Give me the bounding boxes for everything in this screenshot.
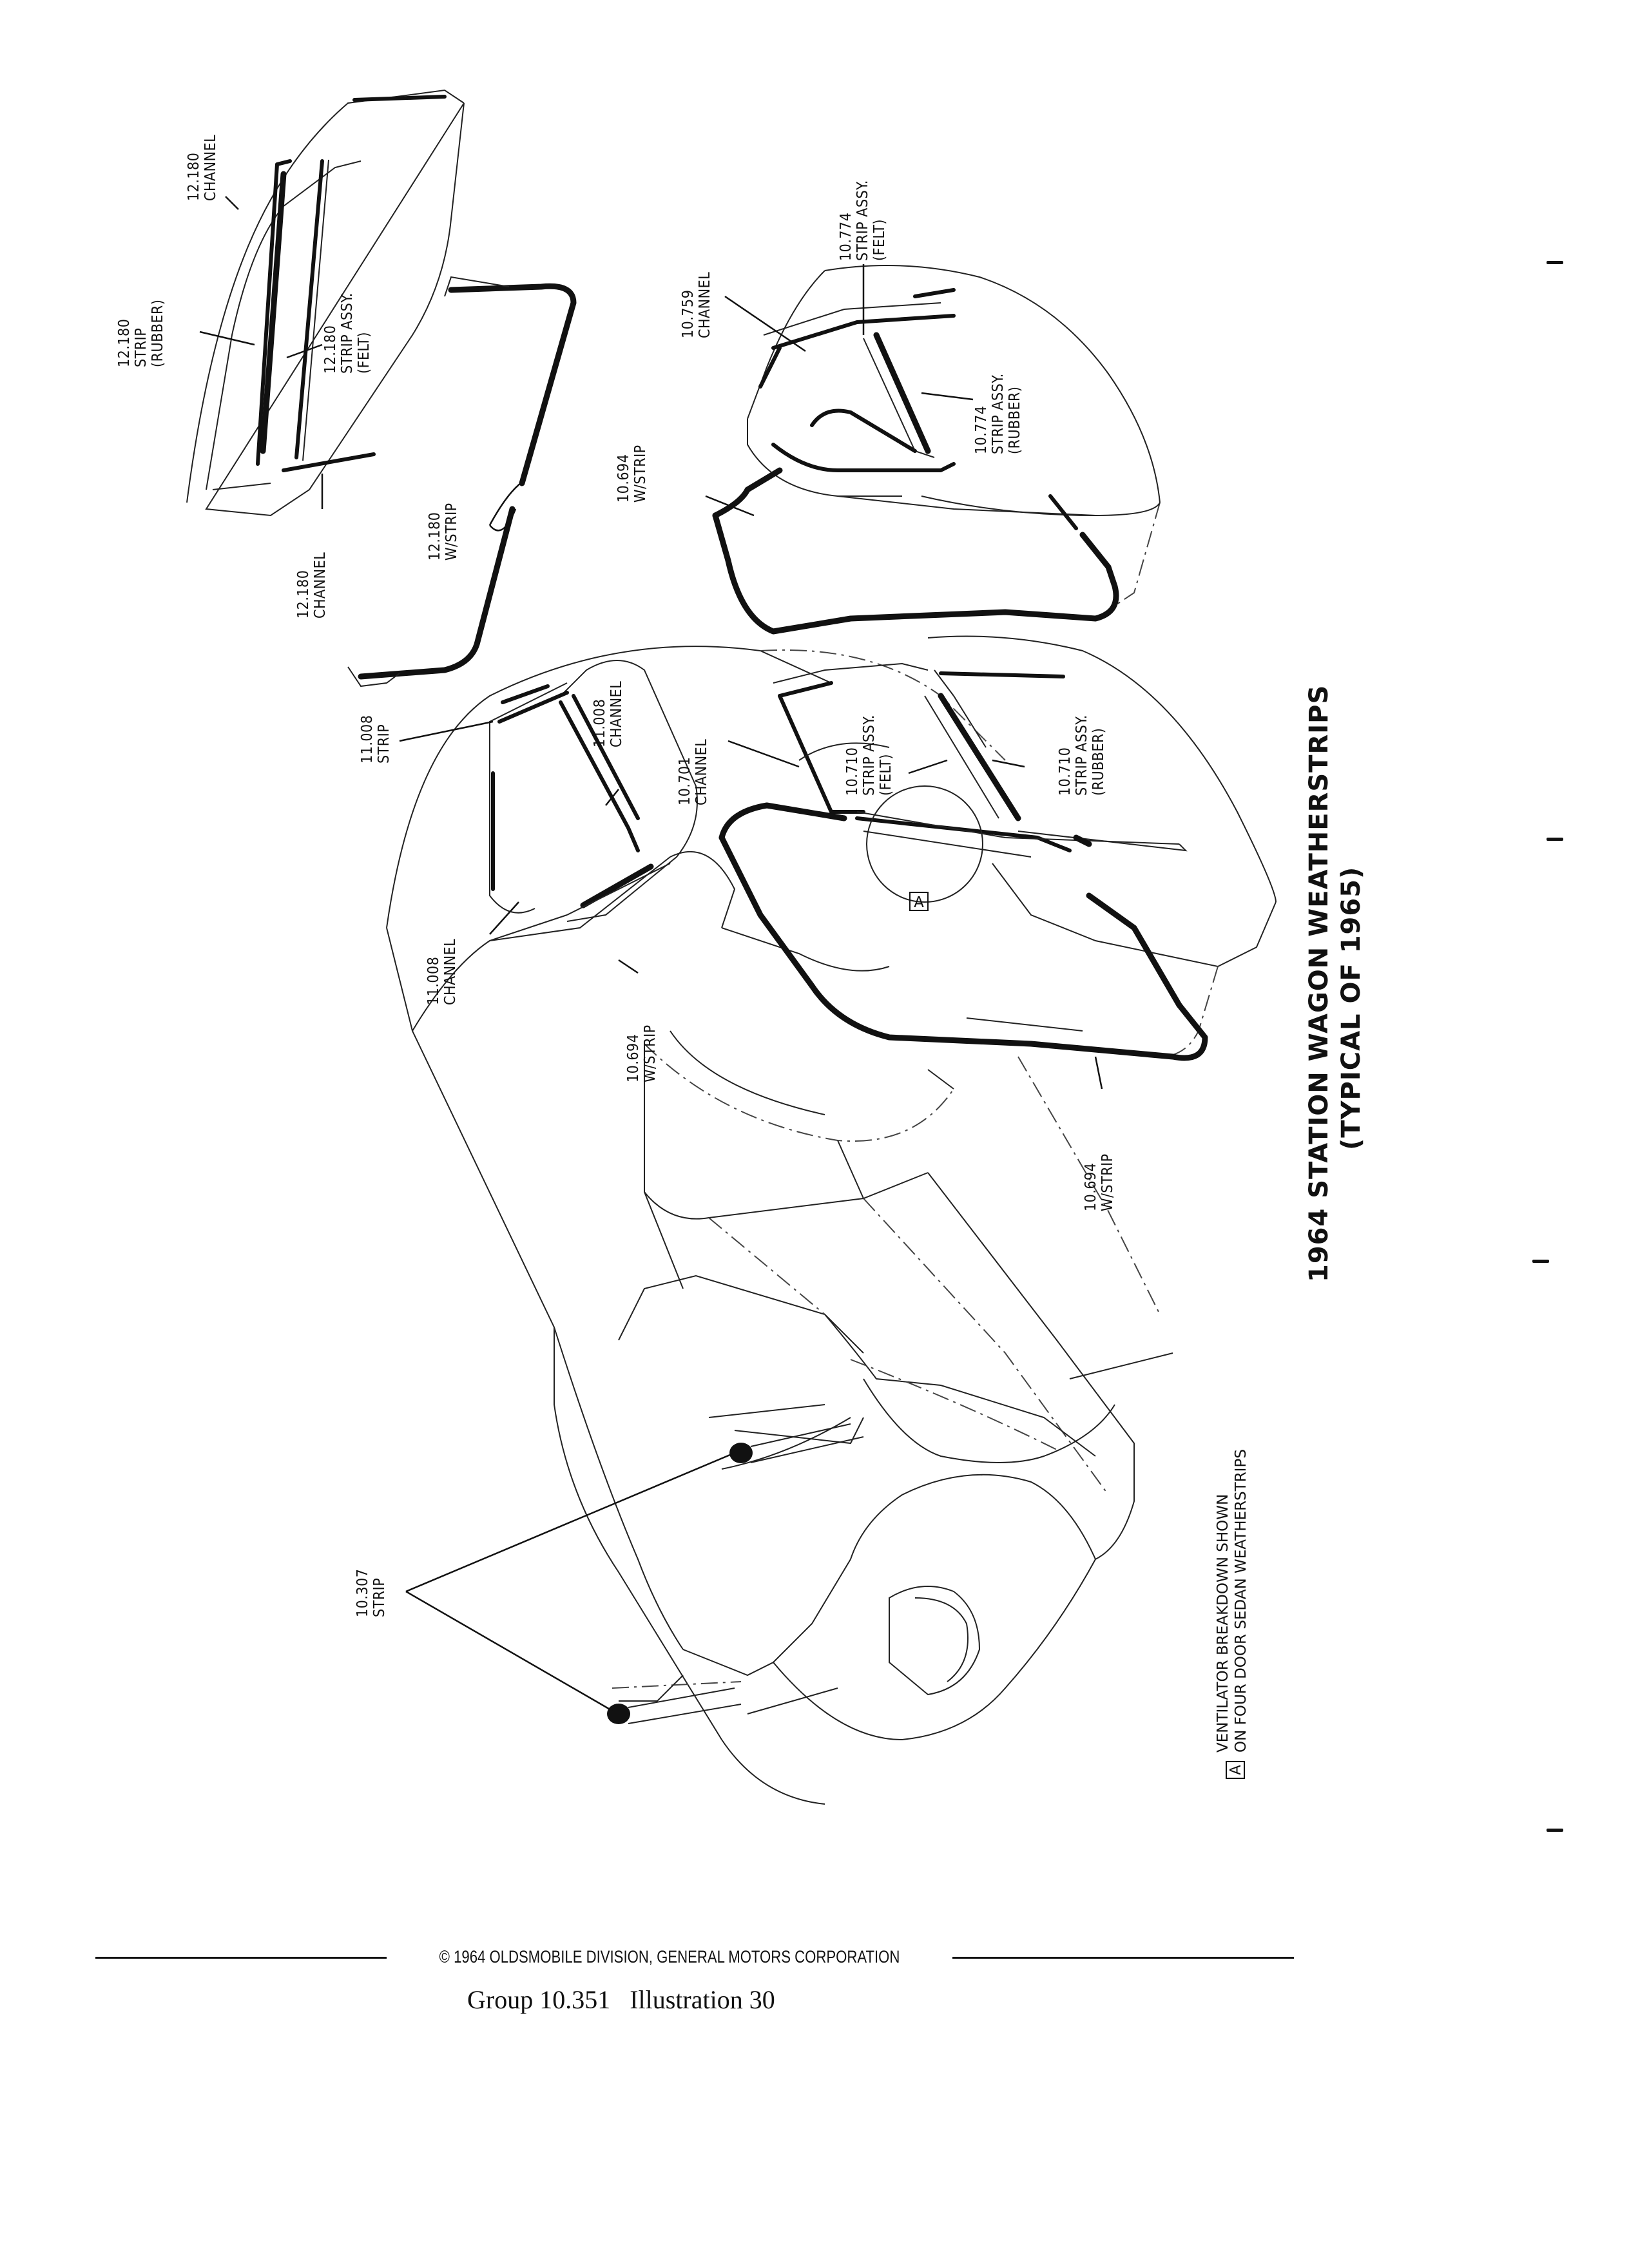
front-door-wstrip [718,802,1208,1061]
detail-circle [866,785,983,903]
footer-rule-left [95,1957,387,1959]
illustration-caption: Group 10.351 Illustration 30 [467,1985,775,2014]
label-12180-strip-rubber: 12.180STRIP(RUBBER) [116,299,166,367]
title-line-2: (TYPICAL OF 1965) [1336,867,1366,1150]
svg-text:A: A [1228,1765,1244,1775]
rear-door-wstrip [712,467,1119,635]
label-11008-strip: 11.008STRIP [359,715,392,764]
copyright-line: © 1964 OLDSMOBILE DIVISION, GENERAL MOTO… [439,1947,900,1966]
label-10774-felt: 10.774STRIP ASSY.(FELT) [838,180,888,261]
label-10694-rear: 10.694W/STRIP [615,445,649,503]
note-line-2: ON FOUR DOOR SEDAN WEATHERSTRIPS [1233,1449,1249,1753]
label-12180-wstrip: 12.180W/STRIP [427,503,460,561]
rear-door-outline [747,265,1161,619]
edge-mark [1547,1829,1563,1832]
label-10774-rubber: 10.774STRIP ASSY.(RUBBER) [973,373,1023,454]
body-rear-window-frame [489,682,671,916]
label-12180-channel-top: 12.180CHANNEL [186,135,219,201]
label-10710-felt: 10.710STRIP ASSY.(FELT) [844,715,894,796]
label-10759-channel: 10.759CHANNEL [680,272,713,338]
top-door-outline [186,89,465,517]
figure-title: 1964 STATION WAGON WEATHERSTRIPS (TYPICA… [1304,685,1366,1282]
leader-lines [199,196,1103,1712]
front-door-outline [773,635,1277,1057]
label-12180-channel-bottom: 12.180CHANNEL [295,552,329,619]
edge-mark [1532,1260,1549,1263]
callout-labels: 12.180CHANNEL 12.180STRIP(RUBBER) 12.180… [116,135,1116,1617]
footer-rule-right [952,1957,1294,1959]
lower-door-strips [607,1423,864,1724]
label-10694-body: 10.694W/STRIP [625,1024,659,1082]
label-12180-strip-felt: 12.180STRIP ASSY.(FELT) [322,293,372,374]
edge-mark [1547,838,1563,841]
label-10701-channel: 10.701CHANNEL [677,739,710,805]
detail-marker-a: A [909,892,929,911]
svg-text:A: A [914,894,924,911]
note-line-1: VENTILATOR BREAKDOWN SHOWN [1215,1494,1231,1753]
label-10694-front: 10.694W/STRIP [1083,1153,1116,1211]
title-line-1: 1964 STATION WAGON WEATHERSTRIPS [1304,685,1334,1282]
label-10710-rubber: 10.710STRIP ASSY.(RUBBER) [1057,715,1107,796]
edge-mark [1547,261,1563,264]
label-11008-channel-r: 11.008CHANNEL [592,681,625,747]
top-door-wstrip [347,276,577,687]
ventilator-note: A VENTILATOR BREAKDOWN SHOWN ON FOUR DOO… [1215,1449,1249,1779]
label-11008-channel-l: 11.008CHANNEL [425,939,459,1005]
label-10307-strip: 10.307STRIP [354,1569,388,1617]
wagon-body-shell [386,646,1173,1805]
